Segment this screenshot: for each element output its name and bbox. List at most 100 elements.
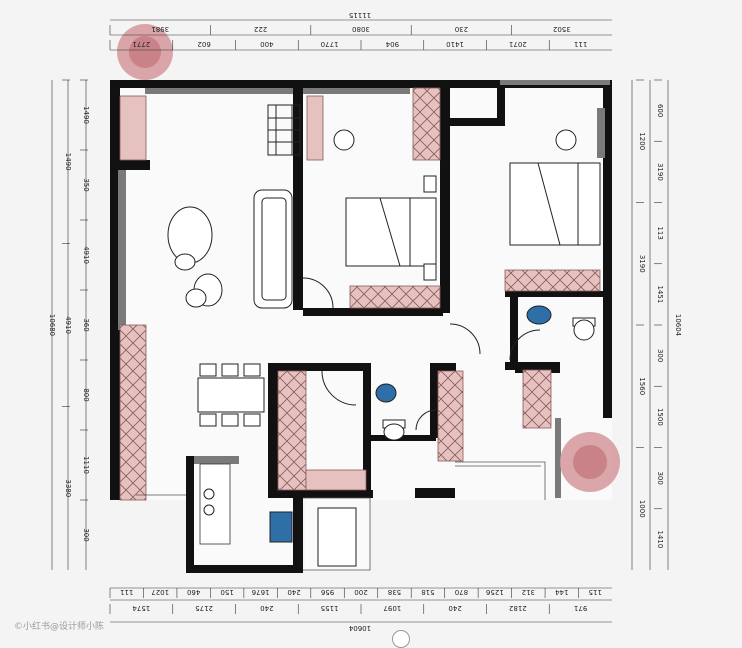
door-laundry [321, 370, 357, 406]
watermark: ©小红书@设计师小陈 [14, 622, 105, 632]
dim-left-col2-4: 800 [82, 388, 90, 401]
north-window [145, 88, 410, 94]
east-window [597, 108, 605, 158]
stove-burner-1 [203, 488, 215, 500]
door-bed2 [509, 329, 541, 361]
kitchen-sink [269, 511, 293, 543]
toilet-1 [383, 423, 405, 441]
west-cabinet [119, 324, 147, 501]
dim-bottom-row1-5: 240 [448, 604, 461, 612]
dim-bottom-row2-8: 538 [388, 588, 401, 596]
trees [117, 24, 620, 492]
chair-bed2 [555, 129, 577, 151]
dim-right-col2-2: 113 [656, 226, 664, 239]
closet-cabinet [437, 370, 464, 462]
wall-bed1-south [303, 308, 443, 316]
wall-living-bed1 [293, 160, 303, 310]
dim-bottom-row2-7: 200 [354, 588, 367, 596]
living-north-partition [120, 160, 150, 170]
side-table [174, 253, 196, 271]
dim-right-col1-0: 1200 [638, 132, 646, 150]
dim-right-col1-2: 1560 [638, 377, 646, 395]
bath-sink [526, 305, 552, 325]
laundry-counter [305, 469, 367, 491]
wall-wc-south [371, 435, 436, 441]
door-wc [415, 409, 437, 431]
south-rail [455, 461, 546, 500]
dining-chair-6 [243, 413, 261, 427]
dim-bottom-row1-1: 2175 [195, 604, 213, 612]
dim-right-col2-0: 600 [656, 104, 664, 117]
door-corridor [449, 323, 481, 355]
chair-bed1 [333, 129, 355, 151]
wall-ne-bath [515, 363, 560, 373]
scroll-handle[interactable] [392, 630, 410, 648]
south-window [555, 418, 561, 498]
dim-bottom-row2-6: 956 [320, 588, 334, 596]
washer [423, 175, 437, 193]
entry-cabinet [119, 95, 147, 161]
dim-right-col2-4: 300 [656, 349, 664, 362]
wall-east [603, 80, 612, 418]
dining-chair-5 [221, 413, 239, 427]
dim-top-row2-0: 2771 [132, 40, 150, 48]
dim-bottom-row2-4: 1676 [251, 588, 269, 596]
lounge-chair-2 [185, 288, 207, 308]
dim-right-col2-1: 3190 [656, 163, 664, 181]
gray-walls [118, 80, 610, 498]
wall-west-upper [110, 80, 120, 500]
kitchen-rail [303, 497, 371, 571]
bed-2-fold [537, 162, 561, 246]
dining-chair-2 [221, 363, 239, 377]
bed2-wardrobe [504, 269, 601, 292]
dim-top-row2-6: 2071 [509, 40, 527, 48]
dim-bottom-row2-1: 1027 [151, 588, 169, 596]
dim-bottom-row2-14: 115 [589, 588, 602, 596]
bed-1-pillow [409, 197, 437, 267]
wall-bath-west [510, 296, 518, 366]
dim-top-row1-1: 222 [254, 25, 267, 33]
kitchen-counter-gray [194, 456, 239, 464]
wall-kitchen-south [190, 565, 300, 573]
dim-top-row1-0: 3981 [151, 25, 169, 33]
dim-bottom-row2-10: 870 [455, 588, 468, 596]
wall-south-mid [415, 488, 455, 498]
dim-left-col2-3: 360 [82, 318, 90, 331]
dining-chair-4 [199, 413, 217, 427]
railings [136, 461, 546, 571]
dim-top-row2-2: 400 [260, 40, 273, 48]
bed1-wardrobe [349, 285, 441, 309]
cabinets [119, 87, 601, 545]
dim-right-col2-7: 1410 [656, 530, 664, 548]
wall-bed2-west [497, 88, 505, 126]
dim-bottom-row2-2: 460 [187, 588, 200, 596]
wall-kitchen-east [293, 495, 303, 573]
dim-left-col1-0: 1490 [64, 153, 72, 171]
dim-bottom-row2-13: 144 [555, 588, 569, 596]
balcony-unit [317, 507, 357, 567]
sw-cabinet [522, 369, 552, 429]
dim-left-total: 10680 [48, 314, 56, 336]
dim-bottom-row2-12: 312 [522, 588, 535, 596]
dim-bottom-total: 10604 [348, 624, 371, 632]
south-balcony-floor [455, 428, 555, 500]
wall-wc-west [363, 363, 371, 493]
dim-bottom-row1-2: 240 [260, 604, 273, 612]
dim-bottom-row1-6: 2182 [509, 604, 527, 612]
door-bed1 [302, 277, 334, 309]
wall-kitchen-west [186, 456, 194, 573]
wall-north [110, 80, 610, 88]
tree-nw-inner [129, 36, 161, 68]
bed-1-fold [379, 197, 401, 267]
wall-bed1-east [440, 88, 450, 313]
wall-laundry-west [268, 363, 278, 498]
dim-bottom-row2-11: 1256 [485, 588, 503, 596]
dining-table [197, 377, 265, 413]
dim-top-row1-4: 3502 [553, 25, 571, 33]
west-window-lower [118, 290, 126, 330]
dim-bottom-row1-4: 1097 [383, 604, 401, 612]
dim-left-col1-1: 4910 [64, 316, 72, 334]
toilet-2 [573, 319, 595, 341]
dim-left-col2-0: 1490 [82, 106, 90, 124]
